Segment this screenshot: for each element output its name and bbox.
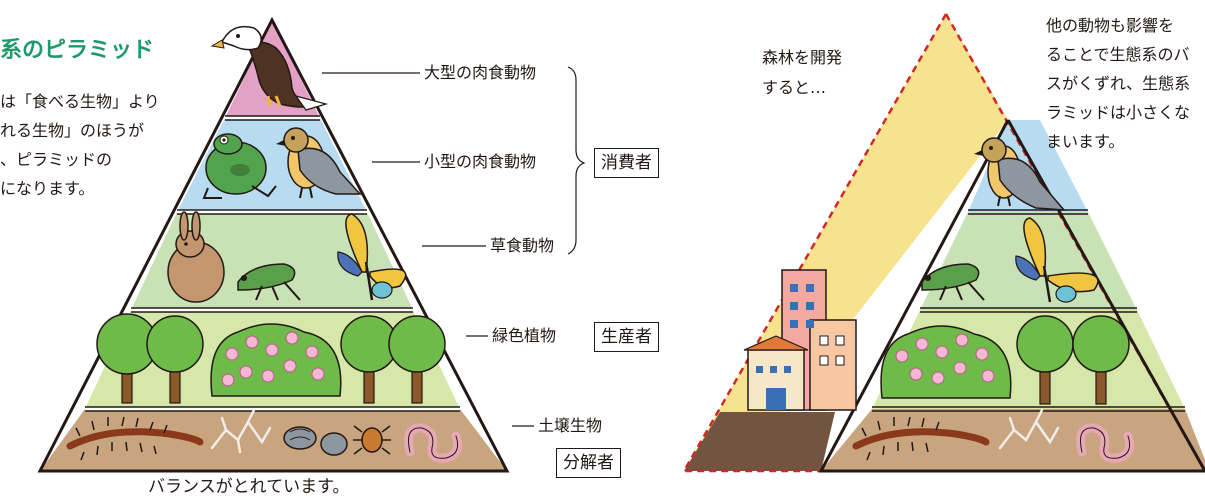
butterfly-icon [337,213,407,301]
earthworm-icon [404,423,463,463]
centipede-icon [66,416,204,461]
dev-line: 森林を開発 [762,48,843,67]
level-label-herbivore: 草食動物 [490,236,555,255]
mite-icon [353,425,391,455]
left-pyramid [37,16,586,473]
centipede-icon [852,416,990,461]
level-label-small-carnivore: 小型の肉食動物 [424,152,537,171]
earthworm-icon [1076,423,1135,463]
bird-icon [974,137,1066,211]
right-pyramid [681,13,1205,473]
buildings-icon [743,269,857,411]
effect-line: まいます。 [1046,132,1125,151]
pillbug-icon [283,426,348,456]
grasshopper-icon [921,263,985,301]
tier-soil [40,409,507,471]
intro-line: 、ピラミッドの [0,150,113,169]
flower-bush-icon [880,325,1012,399]
caption: バランスがとれています。 [148,477,350,497]
level-label-large-carnivore: 大型の肉食動物 [424,63,537,82]
intro-line: になります。 [0,179,95,198]
group-label-decomposer: 分解者 [556,448,621,478]
effect-line: ラミッドは小さくな [1046,103,1191,122]
effect-line: 他の動物も影響を [1046,16,1175,35]
pyramid-outline [37,16,510,473]
flower-bush-icon [210,323,342,397]
rabbit-icon [167,211,225,303]
frog-icon [202,133,277,199]
grasshopper-icon [237,263,301,301]
level-label-soil: 土壌生物 [538,416,603,435]
intro-line: は「食べる生物」より [0,92,160,111]
dev-line: すると… [762,78,827,97]
tree-icon [1016,315,1130,405]
fungus-icon [210,408,272,454]
level-label-plants: 緑色植物 [492,326,557,345]
bare-ground [684,412,835,471]
butterfly-icon [1015,217,1099,303]
diagram-title: 系のピラミッド [0,38,155,63]
tree-icon [96,313,446,404]
effect-line: スがくずれ、生態系 [1046,74,1191,93]
fungus-icon [998,408,1060,450]
effect-line: ることで生態系のバ [1046,45,1190,64]
group-label-consumer: 消費者 [594,148,659,178]
intro-line: れる生物」のほうが [0,121,145,140]
eagle-icon [210,25,329,111]
bird-icon [276,127,362,199]
group-label-producer: 生産者 [594,322,659,352]
